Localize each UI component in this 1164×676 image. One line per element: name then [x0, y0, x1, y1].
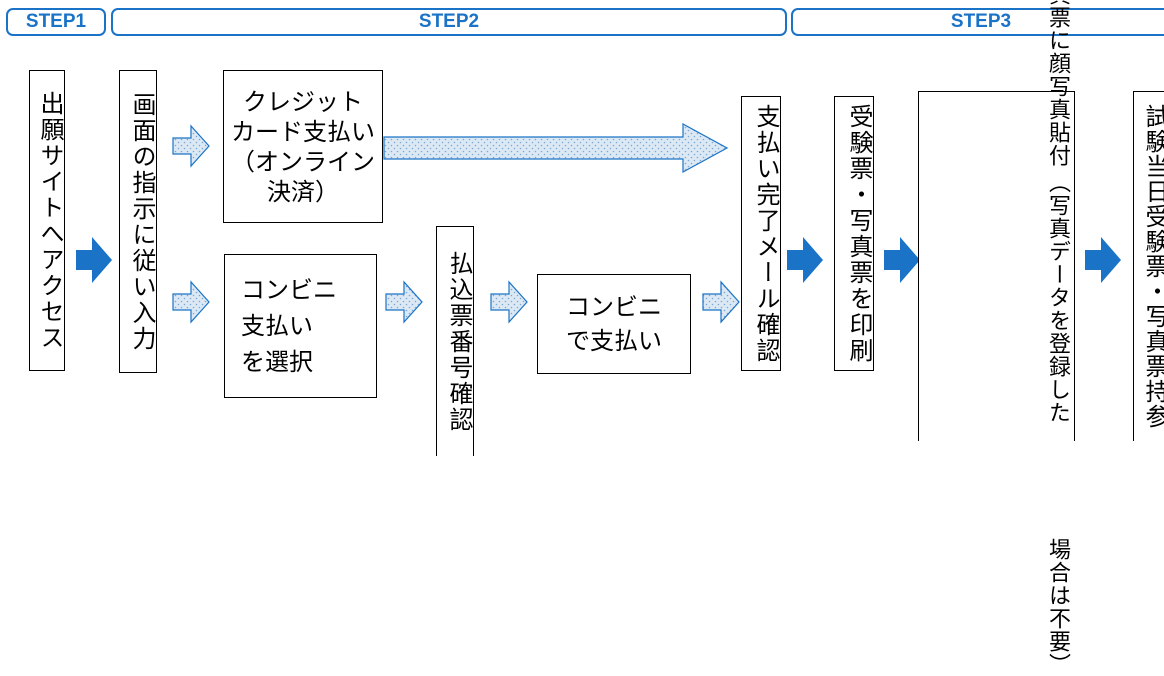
dotted-arrow-top: [172, 124, 210, 168]
node-pay-at-convenience: コンビニ で支払い: [537, 274, 691, 374]
select-convenience-text: コンビニ 支払い を選択: [241, 276, 337, 376]
node-attach-photo-note: 受験票・写真票に顔写真貼付 （写真データを登録した 場合は不要）: [918, 0, 1075, 676]
node-confirm-payment-number: 払込票番号確認: [436, 226, 474, 456]
credit-card-text: クレジット カード支払い （オンライン 決済）: [231, 87, 375, 206]
node-bring-tickets: 試験当日受験票・写真票持参: [1133, 91, 1164, 441]
solid-arrow-1: [76, 237, 112, 283]
confirm-payment-number-text: 払込票番号確認: [445, 250, 473, 433]
bring-tickets-text: 試験当日受験票・写真票持参: [1141, 104, 1164, 429]
dotted-arrow-long: [383, 122, 729, 174]
step3-label: STEP3: [791, 8, 1164, 36]
step2-label: STEP2: [111, 8, 787, 36]
solid-arrow-2: [787, 237, 823, 283]
print-tickets-text: 受験票・写真票を印刷: [845, 103, 873, 364]
solid-arrow-4: [1085, 237, 1121, 283]
attach-photo-note-text: 受験票・写真票に顔写真貼付 （写真データを登録した 場合は不要）: [1045, 0, 1070, 676]
node-input-per-screen: 画面の指示に従い入力: [119, 70, 157, 373]
dotted-arrow-to-mail: [702, 280, 740, 324]
dotted-arrow-bottom: [172, 280, 210, 324]
pay-at-convenience-text: コンビニ で支払い: [566, 293, 662, 355]
node-payment-complete-mail: 支払い完了メール確認: [741, 96, 781, 371]
flow-arrows: [76, 122, 1121, 324]
dotted-arrow-to-pay: [490, 280, 528, 324]
step1-label: STEP1: [6, 8, 106, 36]
node-print-tickets: 受験票・写真票を印刷: [834, 96, 874, 371]
dotted-arrow-to-number: [385, 280, 423, 324]
input-per-screen-text: 画面の指示に従い入力: [128, 91, 156, 352]
node-access-site: 出願サイトへアクセス: [29, 70, 65, 371]
access-site-text: 出願サイトへアクセス: [36, 90, 64, 351]
node-credit-card: クレジット カード支払い （オンライン 決済）: [223, 70, 383, 223]
solid-arrow-3: [884, 237, 920, 283]
node-select-convenience: コンビニ 支払い を選択: [224, 254, 377, 398]
payment-complete-mail-text: 支払い完了メール確認: [752, 103, 780, 364]
